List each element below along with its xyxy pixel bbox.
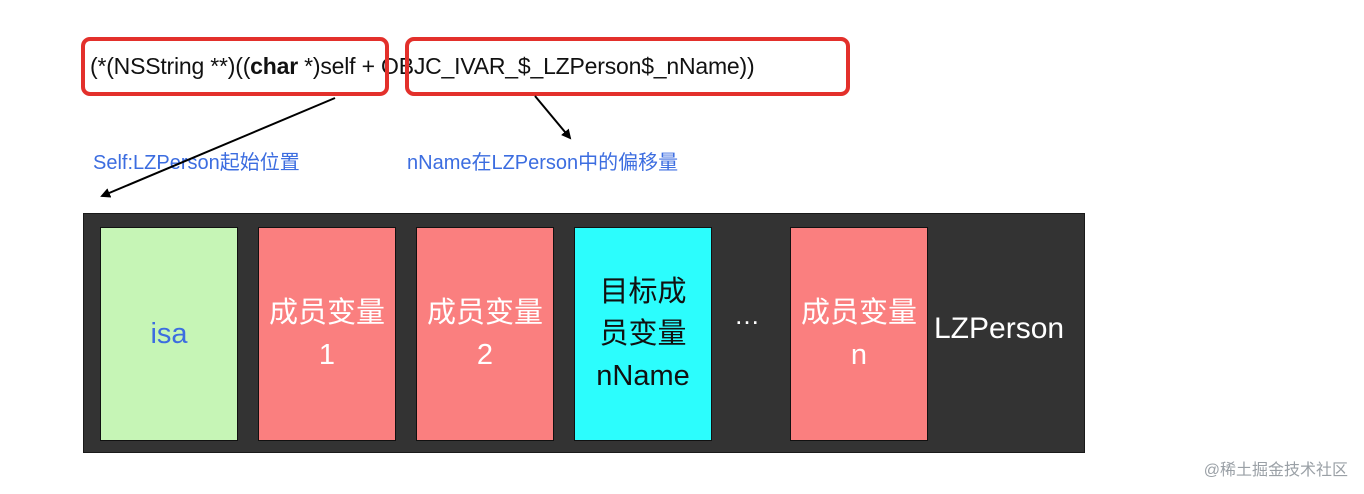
memory-ellipsis: … [734,300,760,330]
highlight-self-box [81,37,389,96]
arrow-self-to-memory-start [100,97,336,198]
expr-self: *)self [297,53,356,79]
code-expression: (*(NSString **)((char *)self + OBJC_IVAR… [90,44,755,88]
memory-cell-target-nname: 目标成 员变量 nName [574,227,712,441]
arrow-ivar-to-offset-label [534,95,572,140]
memory-cell-member-n: 成员变量 n [790,227,928,441]
expr-plus-operator: + [355,53,381,79]
memory-cell-isa: isa [100,227,238,441]
annotation-ivar-offset: nName在LZPerson中的偏移量 [407,152,679,174]
annotation-self-start: Self:LZPerson起始位置 [93,152,300,174]
memory-cell-member-2: 成员变量 2 [416,227,554,441]
expr-ivar-offset: OBJC_IVAR_$_LZPerson$_nName [381,53,740,79]
expr-close: )) [739,53,755,79]
highlight-ivar-box [405,37,850,96]
memory-cell-member-1: 成员变量 1 [258,227,396,441]
lzperson-memory-layout: isa 成员变量 1 成员变量 2 目标成 员变量 nName 成员变量 n [83,213,1085,453]
expr-char-keyword: char [250,53,298,79]
object-label-lzperson: LZPerson [934,312,1065,345]
watermark: @稀土掘金技术社区 [1203,462,1348,479]
expr-open: (*(NSString **)(( [90,53,251,79]
